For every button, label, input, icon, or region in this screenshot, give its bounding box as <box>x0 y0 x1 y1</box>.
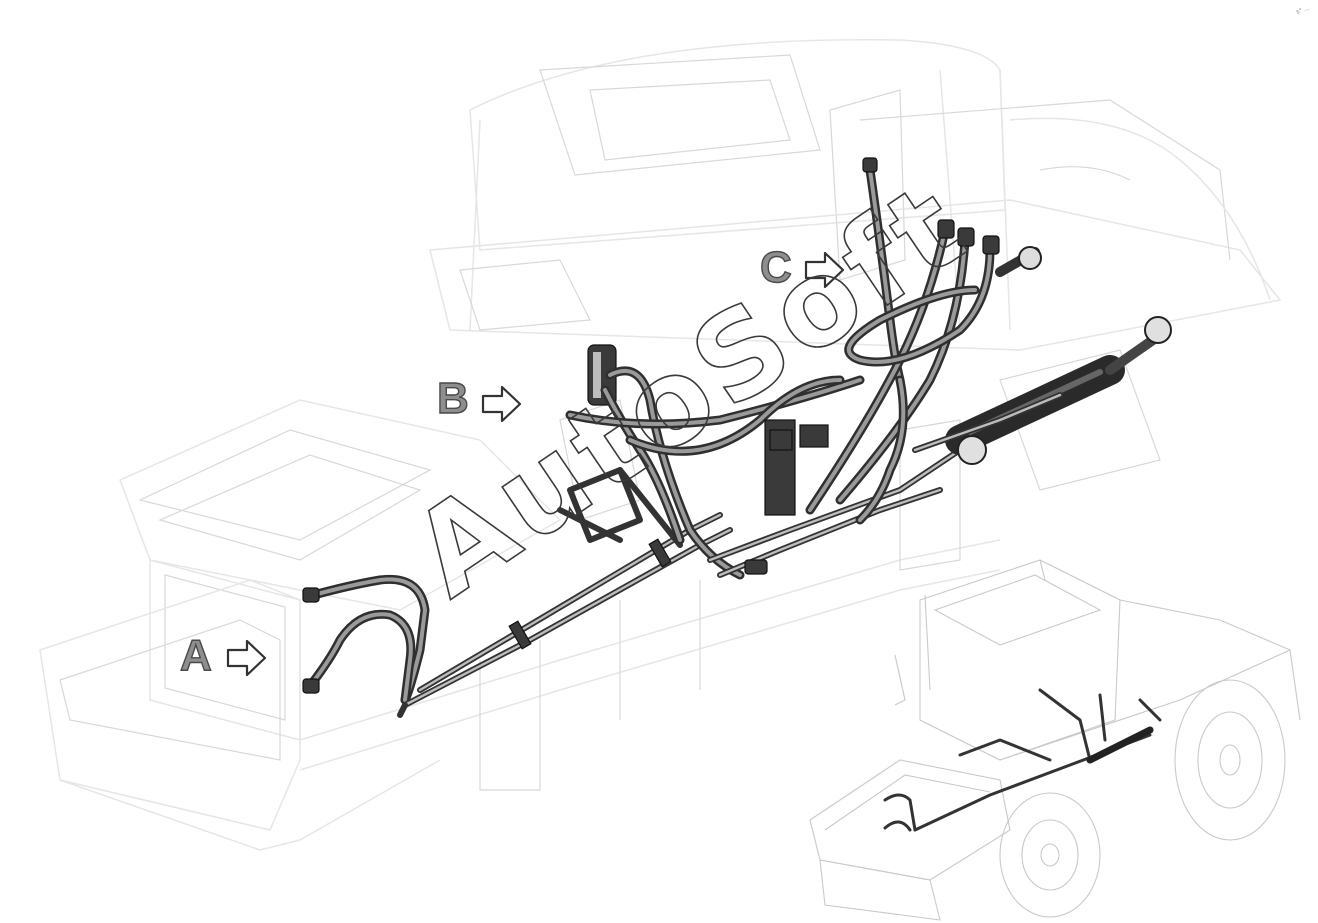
tractor-ghost-outline <box>39 38 1282 851</box>
tractor-overview-inset <box>809 559 1301 921</box>
callout-a-label: A <box>180 631 212 680</box>
callout-a-arrow-icon <box>226 639 267 677</box>
callout-c-arrow-icon <box>804 251 845 289</box>
callout-b: B <box>436 373 522 424</box>
callout-c-label: C <box>760 243 792 292</box>
hydraulic-lines <box>302 157 1172 718</box>
callout-a: A <box>179 630 267 681</box>
callout-c: C <box>759 242 845 293</box>
corner-mark: s° ... <box>1295 5 1310 16</box>
callout-b-label: B <box>437 374 469 423</box>
callout-b-arrow-icon <box>481 385 522 423</box>
